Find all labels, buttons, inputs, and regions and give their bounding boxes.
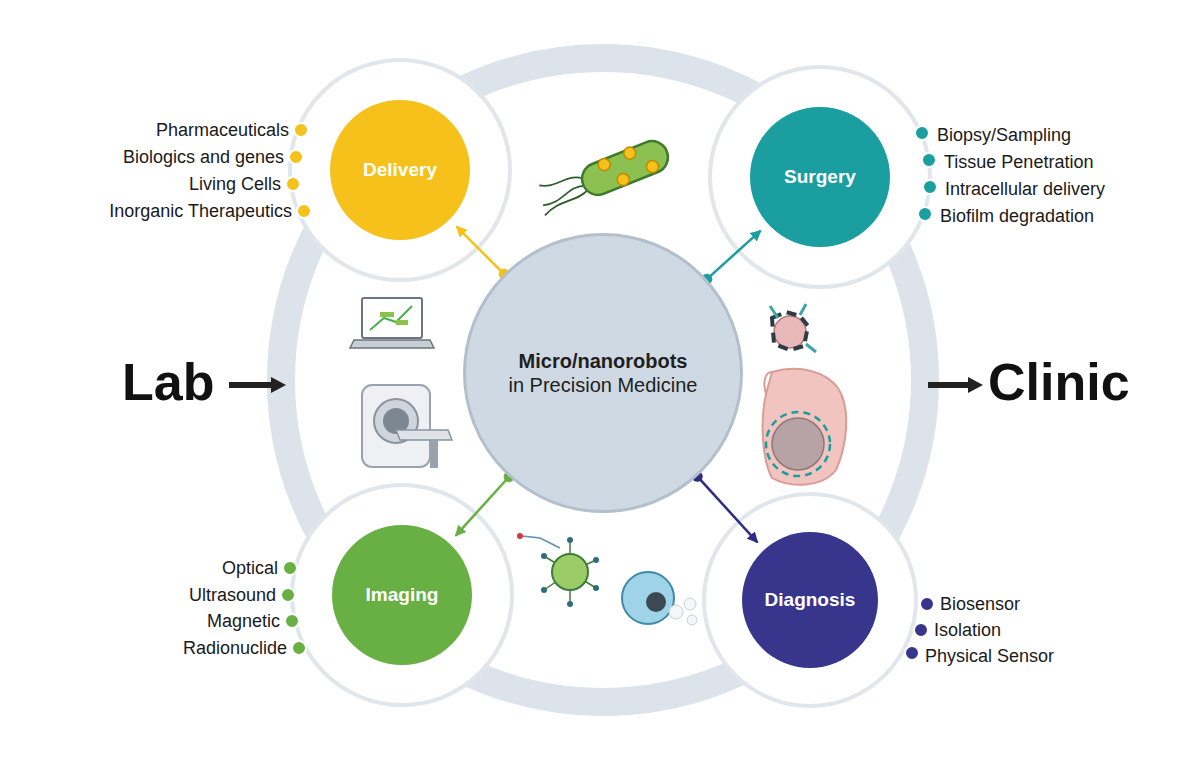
list-item: Physical Sensor bbox=[925, 646, 1054, 667]
list-item: Inorganic Therapeutics bbox=[109, 201, 292, 222]
central-circle: Micro/nanorobotsin Precision Medicine bbox=[463, 233, 743, 513]
connector-arrow bbox=[697, 476, 757, 542]
list-item: Tissue Penetration bbox=[944, 152, 1093, 173]
circle-shape bbox=[332, 525, 472, 665]
list-item: Pharmaceuticals bbox=[156, 120, 289, 141]
list-item: Living Cells bbox=[189, 174, 281, 195]
list-item: Biopsy/Sampling bbox=[937, 125, 1071, 146]
circle-shape bbox=[750, 107, 890, 247]
center-subtitle: in Precision Medicine bbox=[509, 373, 698, 397]
list-item: Magnetic bbox=[207, 611, 280, 632]
list-item: Optical bbox=[222, 558, 278, 579]
stage-label: Lab bbox=[122, 353, 214, 413]
outer-ring bbox=[281, 58, 925, 702]
connector-arrow bbox=[457, 227, 504, 274]
list-item: Biofilm degradation bbox=[940, 206, 1094, 227]
microgripper-illustration bbox=[770, 304, 816, 352]
mri-scanner-illustration bbox=[362, 385, 452, 468]
list-item: Radionuclide bbox=[183, 638, 287, 659]
circle-shape bbox=[465, 235, 742, 512]
category-circle: Surgery bbox=[750, 107, 890, 247]
category-circle: Delivery bbox=[330, 100, 470, 240]
laptop-illustration bbox=[350, 298, 434, 348]
connector-arrow bbox=[456, 477, 509, 536]
circle-shape bbox=[742, 532, 878, 668]
list-item: Biosensor bbox=[940, 594, 1020, 615]
stage-label: Clinic bbox=[988, 353, 1130, 413]
connector-arrow bbox=[707, 231, 761, 280]
list-item: Ultrasound bbox=[189, 585, 276, 606]
nanoparticle-illustration bbox=[517, 533, 599, 607]
category-title: Surgery bbox=[784, 166, 856, 189]
tissue-illustration bbox=[763, 369, 847, 485]
list-item: Isolation bbox=[934, 620, 1001, 641]
list-item: Biologics and genes bbox=[123, 147, 284, 168]
center-title: Micro/nanorobots bbox=[519, 349, 688, 373]
satellite-circles bbox=[290, 60, 930, 706]
circle-outline bbox=[463, 233, 743, 513]
category-title: Imaging bbox=[366, 584, 439, 607]
circle-shape bbox=[330, 100, 470, 240]
category-title: Delivery bbox=[363, 159, 437, 182]
list-item: Intracellular delivery bbox=[945, 179, 1105, 200]
bacterium-illustration bbox=[533, 134, 673, 217]
cell-illustration bbox=[622, 572, 697, 625]
category-title: Diagnosis bbox=[765, 589, 856, 612]
category-circle: Imaging bbox=[332, 525, 472, 665]
category-circle: Diagnosis bbox=[742, 532, 878, 668]
